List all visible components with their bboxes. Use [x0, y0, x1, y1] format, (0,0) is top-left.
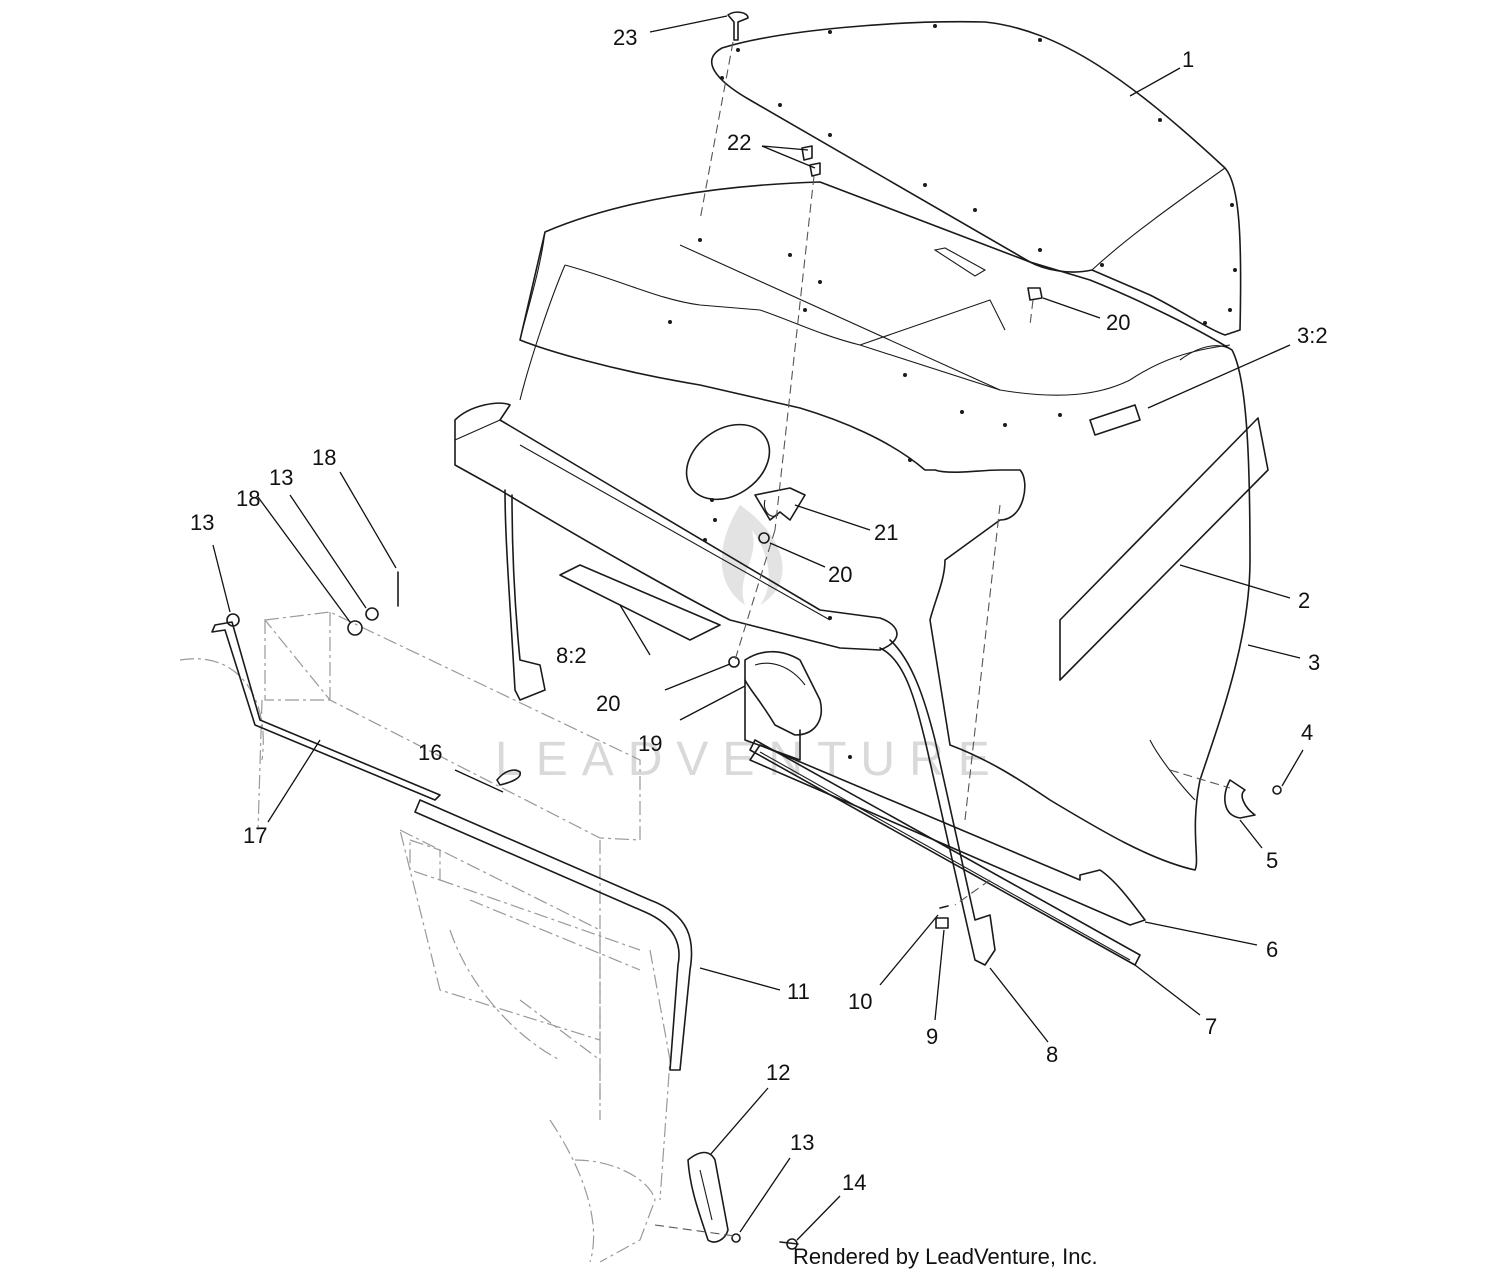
- callout-13-left: 13: [190, 510, 214, 535]
- part-12-latch: [687, 1151, 729, 1243]
- callout-21: 21: [874, 520, 898, 545]
- callout-10: 10: [848, 989, 872, 1014]
- callout-labels: 23 1 22 20 3:2 21 20 2 3 4 5 6 7 8 9 10 …: [190, 25, 1328, 1195]
- front-flange-panel: [454, 402, 898, 701]
- callout-20-low: 20: [596, 691, 620, 716]
- callout-9: 9: [926, 1024, 938, 1049]
- callout-6: 6: [1266, 937, 1278, 962]
- callout-7: 7: [1205, 1014, 1217, 1039]
- part-15-clip-pin: [496, 769, 522, 786]
- callout-4: 4: [1301, 720, 1313, 745]
- part-8-arm: [879, 639, 996, 966]
- callout-22: 22: [727, 130, 751, 155]
- callout-3: 3: [1308, 650, 1320, 675]
- callout-16: 17: [243, 823, 267, 848]
- callout-12: 12: [766, 1060, 790, 1085]
- part-5-hook: [1224, 779, 1256, 819]
- callout-19: 19: [638, 731, 662, 756]
- callout-5: 5: [1266, 848, 1278, 873]
- callout-11: 11: [787, 979, 810, 1004]
- credit-text: Rendered by LeadVenture, Inc.: [793, 1244, 1098, 1269]
- watermark-logo: [721, 505, 783, 605]
- part-6-lower-flap: [749, 744, 1146, 926]
- callout-20-top: 20: [1106, 310, 1130, 335]
- part-1-top-cover: [710, 20, 1242, 336]
- callout-20-mid: 20: [828, 562, 852, 587]
- callout-1: 1: [1182, 47, 1194, 72]
- leader-lines: [212, 15, 1304, 1241]
- callout-2: 2: [1298, 588, 1310, 613]
- callout-17: 18: [236, 486, 260, 511]
- part-21-clip-bracket: [754, 487, 806, 521]
- callout-13-low: 13: [790, 1130, 814, 1155]
- callout-3-2: 3:2: [1297, 323, 1328, 348]
- callout-14: 14: [842, 1170, 866, 1195]
- part-11-bent-rod: [414, 799, 693, 1071]
- callout-15: 16: [418, 740, 442, 765]
- part-4-bolt: [1272, 785, 1282, 795]
- tractor-frame: [179, 611, 671, 1263]
- callout-8: 8: [1046, 1042, 1058, 1067]
- callout-8-2: 8:2: [556, 643, 587, 668]
- callout-23: 23: [613, 25, 637, 50]
- part-16-link-rod: [211, 621, 441, 801]
- callout-18: 18: [312, 445, 336, 470]
- part-8-2-decal: [559, 564, 721, 641]
- hardware-items: [226, 11, 1043, 1250]
- installation-lines: [654, 41, 1231, 1237]
- watermark-text: LEADVENTURE: [495, 733, 1004, 786]
- part-3-rear-shroud: [519, 181, 1251, 871]
- part-2-side-decal: [1059, 417, 1269, 681]
- callout-13-mid: 13: [269, 465, 293, 490]
- part-3-2-decal: [1089, 404, 1141, 436]
